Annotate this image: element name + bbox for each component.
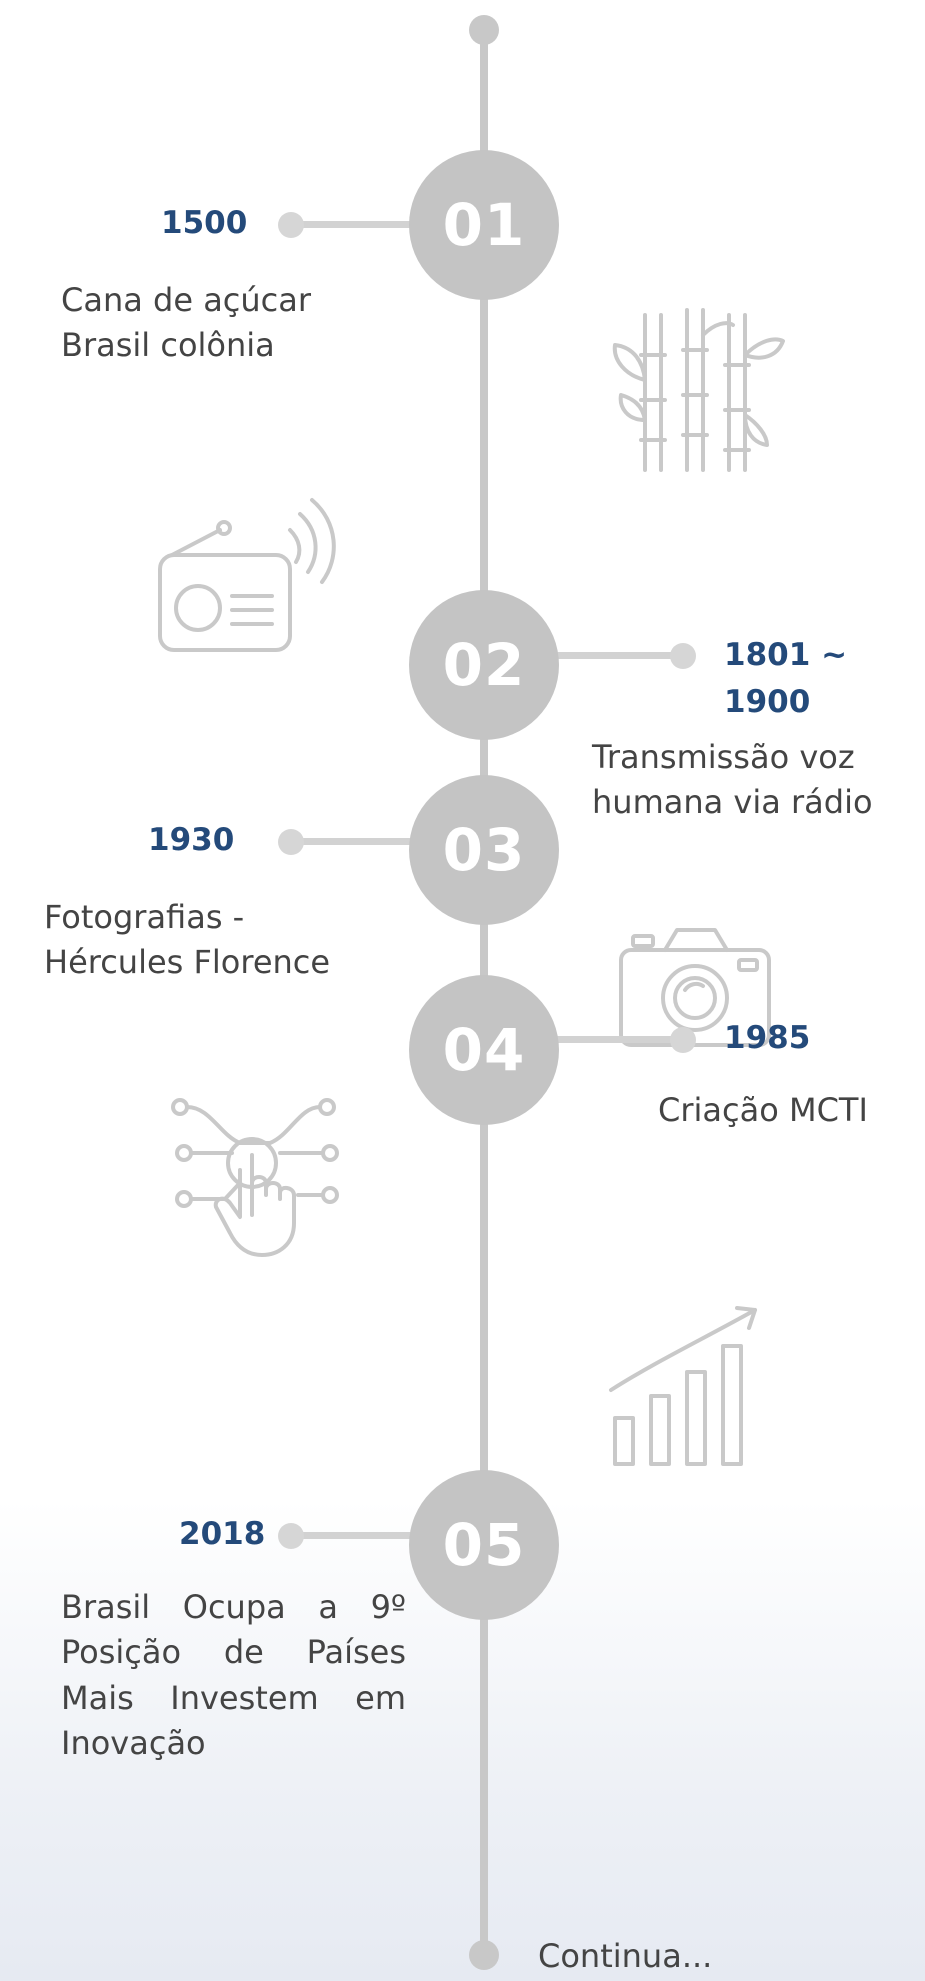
connector-dot	[278, 829, 304, 855]
connector-line	[550, 652, 680, 659]
event-number: 03	[442, 816, 526, 884]
connector-line	[290, 838, 420, 845]
connector-dot	[670, 643, 696, 669]
event-year: 1985	[724, 1020, 811, 1056]
digital-touch-icon	[171, 1098, 339, 1257]
event-number: 05	[442, 1511, 526, 1579]
connector-line	[290, 1532, 420, 1539]
event-description: Transmissão voz humana via rádio	[592, 738, 873, 822]
event-description: Brasil Ocupa a 9º Posição de Países Mais…	[61, 1588, 406, 1763]
event-description: Fotografias - Hércules Florence	[44, 898, 331, 982]
connector-line	[290, 221, 420, 228]
sugarcane-icon	[612, 308, 785, 472]
continue-label: Continua...	[538, 1937, 713, 1975]
connector-dot	[670, 1027, 696, 1053]
radio-icon	[158, 498, 336, 652]
timeline-end-dot	[469, 1940, 499, 1970]
event-number-circle: 05	[409, 1470, 559, 1620]
event-year: 2018	[179, 1516, 266, 1552]
event-number: 01	[442, 191, 526, 259]
event-number-circle: 02	[409, 590, 559, 740]
connector-line	[550, 1036, 680, 1043]
event-number: 02	[442, 631, 526, 699]
connector-dot	[278, 212, 304, 238]
event-year: 1801 ~ 1900	[724, 637, 848, 720]
event-year: 1930	[148, 822, 235, 858]
event-number-circle: 04	[409, 975, 559, 1125]
event-description: Cana de açúcar Brasil colônia	[61, 281, 312, 365]
event-number-circle: 03	[409, 775, 559, 925]
event-number: 04	[442, 1016, 526, 1084]
event-description: Criação MCTI	[658, 1091, 868, 1129]
event-number-circle: 01	[409, 150, 559, 300]
event-year: 1500	[161, 205, 248, 241]
camera-icon	[619, 928, 771, 1047]
timeline-start-dot	[469, 15, 499, 45]
growth-chart-icon	[609, 1306, 757, 1466]
connector-dot	[278, 1523, 304, 1549]
